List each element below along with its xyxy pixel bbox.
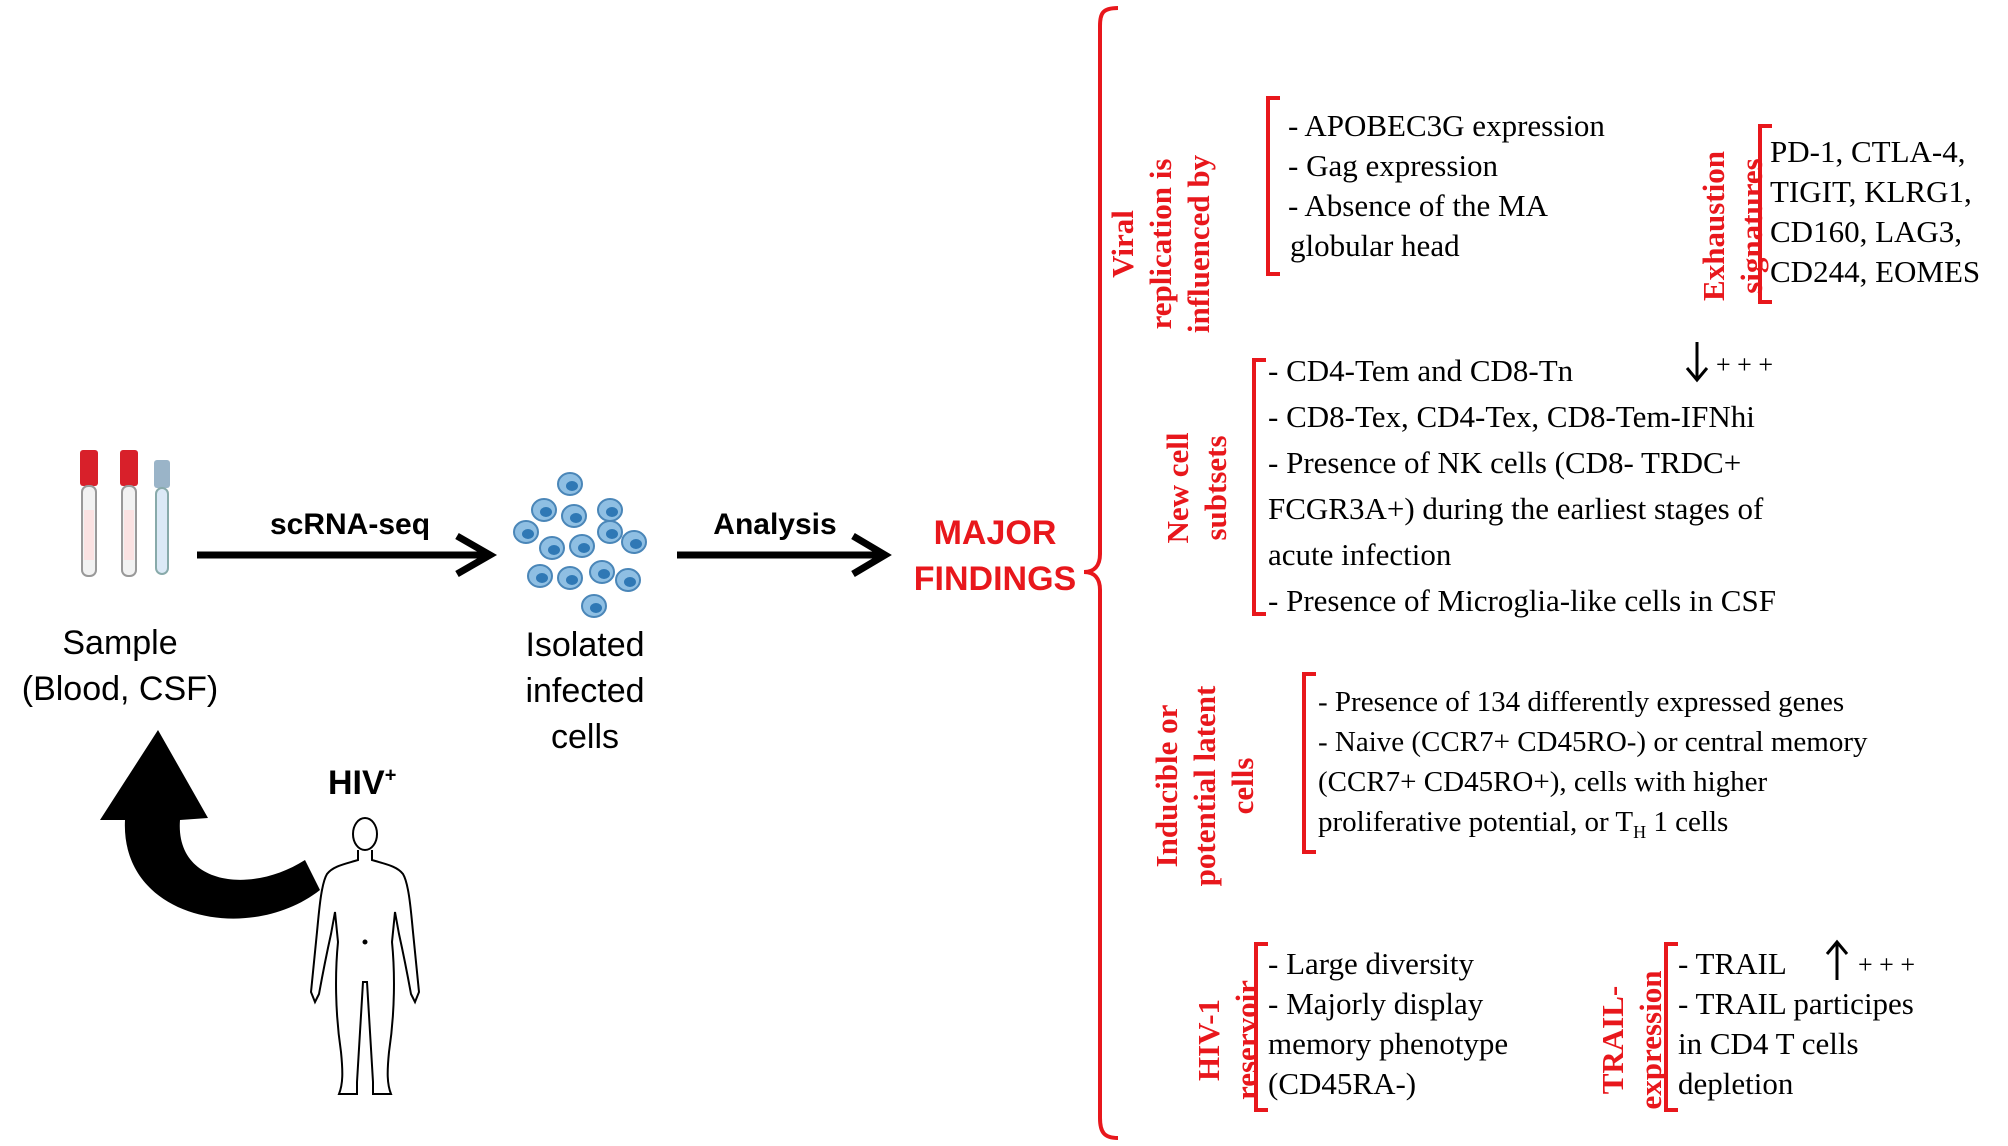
cell-icon: [557, 472, 583, 496]
cell-icon: [581, 594, 607, 618]
cell-icon: [569, 534, 595, 558]
arrow-up-icon: [1825, 939, 1849, 980]
arrow-right-icon: [197, 532, 498, 578]
inducible-item: - Naive (CCR7+ CD45RO-) or central memor…: [1318, 726, 1868, 758]
new-cells-label-line1: New cell: [1160, 432, 1195, 544]
viral-item: - Gag expression: [1288, 148, 1499, 183]
isolated-label-line1: Isolated: [525, 626, 645, 664]
arrow-down-icon: [1685, 342, 1709, 383]
reservoir-items: - Large diversity - Majorly display memo…: [1268, 944, 1508, 1104]
blood-tubes-icon: [80, 450, 170, 577]
inducible-item-sub: H: [1633, 821, 1647, 842]
viral-replication-label: Viral replication is influenced by: [1104, 114, 1224, 374]
trail-label-line1: TRAIL-: [1595, 985, 1630, 1095]
exhaustion-item: TIGIT, KLRG1,: [1770, 174, 1972, 209]
reservoir-item: (CD45RA-): [1268, 1066, 1417, 1101]
trail-item: - TRAIL: [1678, 946, 1787, 981]
new-cells-items: - CD4-Tem and CD8-Tn - CD8-Tex, CD4-Tex,…: [1268, 348, 1776, 624]
trail-item: depletion: [1678, 1066, 1794, 1101]
reservoir-item: - Majorly display: [1268, 986, 1484, 1021]
viral-label-line3: influenced by: [1181, 154, 1216, 334]
new-cells-item: - Presence of NK cells (CD8- TRDC+: [1268, 445, 1742, 480]
new-cells-item: - CD4-Tem and CD8-Tn: [1268, 353, 1574, 388]
reservoir-label-line1: HIV-1: [1191, 998, 1226, 1082]
sample-label: Sample (Blood, CSF): [0, 620, 240, 712]
reservoir-item: - Large diversity: [1268, 946, 1475, 981]
tube-red-2: [120, 450, 138, 577]
reservoir-item: memory phenotype: [1268, 1026, 1509, 1061]
isolated-label: Isolated infected cells: [480, 622, 690, 760]
viral-item: globular head: [1290, 228, 1460, 263]
inducible-label-line2: potential latent: [1187, 685, 1222, 887]
hiv-label-sup: +: [384, 764, 397, 787]
exhaustion-item: CD160, LAG3,: [1770, 214, 1963, 249]
inducible-latent-label: Inducible or potential latent cells: [1148, 656, 1268, 916]
hiv-positive-label: HIV+: [328, 764, 396, 803]
hiv-label-text: HIV: [328, 764, 385, 802]
inducible-item: - Presence of 134 differently expressed …: [1318, 686, 1845, 718]
tube-red-1: [80, 450, 98, 577]
exhaustion-item: CD244, EOMES: [1770, 254, 1981, 289]
major-findings-label: MAJOR FINDINGS: [890, 510, 1100, 602]
cell-icon: [621, 530, 647, 554]
new-cells-bracket: [1252, 358, 1266, 616]
major-findings-line2: FINDINGS: [913, 560, 1077, 598]
sample-label-line2: (Blood, CSF): [21, 670, 219, 708]
inducible-label-line3: cells: [1225, 757, 1260, 815]
inducible-item: proliferative potential, or TH 1 cells: [1318, 802, 1868, 852]
cell-icon: [589, 560, 615, 584]
cell-icon: [539, 536, 565, 560]
cell-icon: [597, 520, 623, 544]
scrna-seq-label: scRNA-seq: [269, 508, 431, 541]
viral-bracket: [1266, 96, 1280, 276]
viral-label-line1: Viral: [1105, 210, 1140, 278]
inducible-bracket: [1302, 672, 1316, 854]
human-figure-icon: [309, 817, 421, 1095]
reservoir-bracket: [1254, 942, 1268, 1112]
cell-icon: [513, 520, 539, 544]
cell-icon: [527, 564, 553, 588]
new-cells-label-line2: subtsets: [1198, 435, 1233, 541]
cell-icon: [615, 568, 641, 592]
tube-blue: [154, 460, 170, 575]
isolated-label-line3: cells: [550, 718, 620, 756]
trail-bracket: [1664, 942, 1678, 1112]
cell-icon: [531, 498, 557, 522]
cell-icon: [557, 566, 583, 590]
viral-item: - APOBEC3G expression: [1288, 108, 1605, 143]
viral-item: - Absence of the MA: [1288, 188, 1548, 223]
new-cells-item: FCGR3A+) during the earliest stages of: [1268, 491, 1764, 526]
new-cells-item: - Presence of Microglia-like cells in CS…: [1268, 583, 1776, 618]
trail-items: - TRAIL - TRAIL participes in CD4 T cell…: [1678, 944, 1914, 1104]
new-cell-subsets-label: New cell subtsets: [1159, 393, 1239, 583]
trail-trend: + + +: [1858, 950, 1915, 979]
inducible-item: (CCR7+ CD45RO+), cells with higher: [1318, 766, 1768, 798]
major-findings-bracket: [1083, 6, 1119, 1140]
exhaustion-bracket: [1758, 124, 1772, 304]
new-cells-trend: + + +: [1716, 350, 1773, 379]
inducible-item-text: proliferative potential, or T: [1318, 806, 1634, 838]
viral-items: - APOBEC3G expression - Gag expression -…: [1288, 106, 1605, 266]
trail-item: in CD4 T cells: [1678, 1026, 1859, 1061]
exhaustion-items: PD-1, CTLA-4, TIGIT, KLRG1, CD160, LAG3,…: [1770, 132, 1980, 292]
exhaustion-label-line1: Exhaustion: [1696, 151, 1731, 301]
inducible-items: - Presence of 134 differently expressed …: [1318, 682, 1868, 852]
major-findings-line1: MAJOR: [933, 514, 1057, 552]
analysis-label: Analysis: [713, 508, 837, 541]
inducible-item-tail: 1 cells: [1646, 806, 1729, 838]
arrow-right-icon: [677, 532, 892, 578]
isolated-label-line2: infected: [525, 672, 645, 710]
cells-cluster-icon: [513, 472, 647, 618]
exhaustion-item: PD-1, CTLA-4,: [1770, 134, 1966, 169]
trail-item: - TRAIL participes: [1678, 986, 1914, 1021]
cell-icon: [597, 498, 623, 522]
curved-arrow-icon: [100, 730, 320, 919]
cell-icon: [561, 504, 587, 528]
inducible-label-line1: Inducible or: [1149, 704, 1184, 868]
sample-label-line1: Sample: [62, 624, 178, 662]
new-cells-item: acute infection: [1268, 537, 1452, 572]
new-cells-item: - CD8-Tex, CD4-Tex, CD8-Tem-IFNhi: [1268, 399, 1755, 434]
viral-label-line2: replication is: [1143, 158, 1178, 330]
